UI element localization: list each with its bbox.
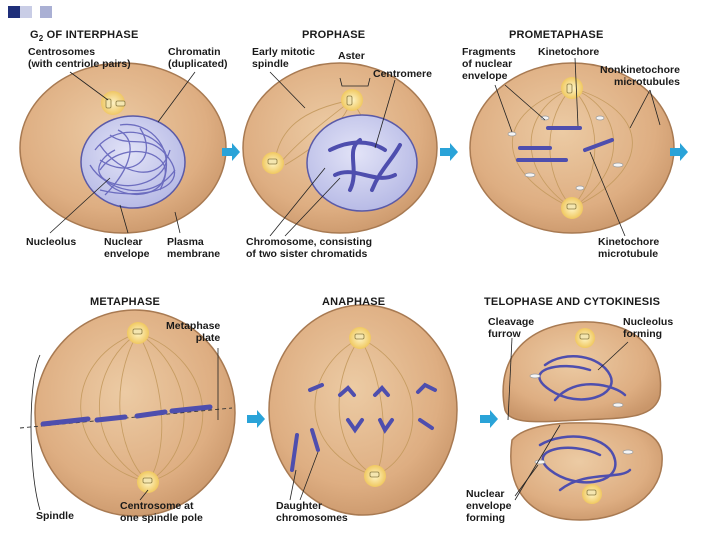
stage-title-telophase: TELOPHASE AND CYTOKINESIS xyxy=(484,296,661,308)
interphase-cell xyxy=(19,62,227,234)
label-chromatin: Chromatin (duplicated) xyxy=(168,46,228,70)
arrow-interphase-to-prophase xyxy=(222,143,240,161)
label-centromere: Centromere xyxy=(373,68,432,80)
label-early-spindle: Early mitotic spindle xyxy=(252,46,316,70)
metaphase-cell xyxy=(19,309,236,517)
label-nucleolus-forming: Nucleolus forming xyxy=(623,316,674,340)
corner-square-navy xyxy=(8,6,20,18)
label-nuclear-envelope: Nuclear envelope xyxy=(104,236,150,260)
stage-title-prometaphase: PROMETAPHASE xyxy=(509,29,604,41)
telophase-cells xyxy=(502,321,663,521)
label-kinetochore-microtubule: Kinetochore microtubule xyxy=(598,236,660,260)
stage-title-metaphase: METAPHASE xyxy=(90,296,161,308)
arrow-prophase-to-prometaphase xyxy=(440,143,458,161)
label-chromosome: Chromosome, consisting of two sister chr… xyxy=(246,236,373,260)
stage-title-interphase: G2 OF INTERPHASE xyxy=(30,29,139,44)
corner-square-mid xyxy=(40,6,52,18)
stage-arrows xyxy=(222,143,688,428)
metaphase-leader-lines xyxy=(30,348,219,511)
prometaphase-leader-lines xyxy=(494,57,661,237)
corner-square-light xyxy=(20,6,32,18)
stage-title-anaphase: ANAPHASE xyxy=(322,296,386,308)
interphase-leader-lines xyxy=(49,71,196,234)
label-nucleolus: Nucleolus xyxy=(26,236,77,248)
label-centrosome-pole: Centrosome at one spindle pole xyxy=(120,500,203,524)
label-envelope-forming: Nuclear envelope forming xyxy=(466,488,512,524)
label-kinetochore: Kinetochore xyxy=(538,46,600,58)
prophase-cell xyxy=(242,62,438,234)
label-daughter-chromosomes: Daughter chromosomes xyxy=(276,500,348,524)
stage-title-prophase: PROPHASE xyxy=(302,29,366,41)
label-cleavage-furrow: Cleavage furrow xyxy=(488,316,535,340)
label-centrosomes: Centrosomes (with centriole pairs) xyxy=(28,46,131,70)
arrow-metaphase-to-anaphase xyxy=(247,410,265,428)
label-metaphase-plate: Metaphase plate xyxy=(166,320,221,344)
label-plasma-membrane: Plasma membrane xyxy=(167,236,221,260)
prophase-leader-lines xyxy=(269,71,396,237)
label-spindle: Spindle xyxy=(36,510,74,522)
label-nonkinetochore: Nonkinetochore microtubules xyxy=(600,64,680,88)
telophase-leader-lines xyxy=(507,337,629,501)
arrow-prometaphase-next xyxy=(670,143,688,161)
arrow-anaphase-to-telophase xyxy=(480,410,498,428)
anaphase-leader-lines xyxy=(289,451,319,501)
label-aster: Aster xyxy=(338,50,365,62)
label-fragments: Fragments of nuclear envelope xyxy=(462,46,516,82)
prometaphase-cell xyxy=(469,62,675,234)
anaphase-cell xyxy=(268,304,458,516)
